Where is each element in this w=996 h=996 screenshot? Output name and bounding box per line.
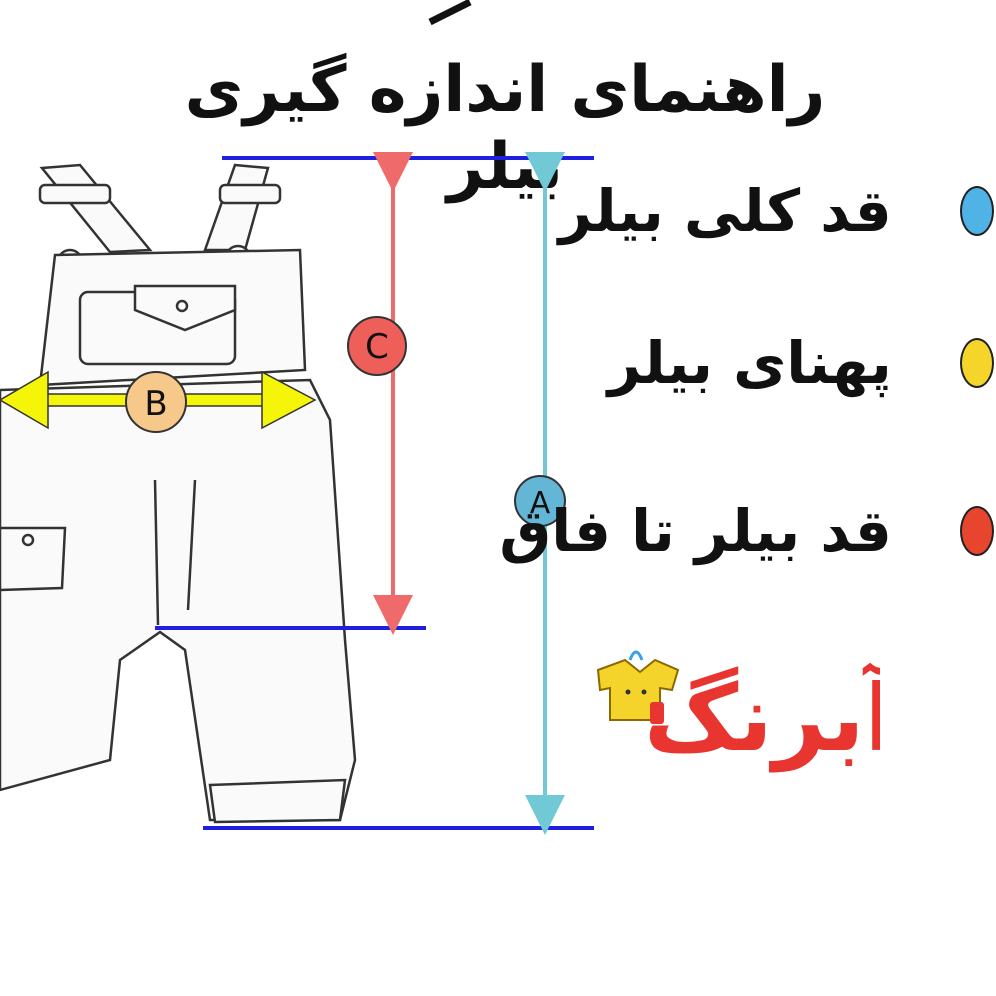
- brand-wordmark: آبرنگ: [644, 662, 880, 773]
- legend-item-total-length: قد کلی بیلر: [558, 176, 994, 245]
- left-buckle: [38, 183, 112, 205]
- legend-dot-yellow: [960, 337, 994, 388]
- shirt-icon: [596, 650, 680, 724]
- legend-label: پهنای بیلر: [607, 328, 892, 397]
- brand-logo: آبرنگ: [580, 630, 880, 800]
- left-strap: [39, 163, 153, 254]
- side-pocket: [0, 526, 67, 592]
- title-flourish: [428, 0, 472, 26]
- circle-a: [514, 475, 566, 527]
- overalls-sketch: [0, 163, 357, 824]
- pocket-snap: [175, 299, 189, 313]
- label-b: B: [144, 384, 167, 424]
- circle-b: [125, 371, 187, 433]
- brand-name: آبرنگ: [644, 662, 880, 773]
- right-strap: [203, 163, 270, 252]
- label-a: A: [530, 486, 551, 521]
- legend-dot-blue: [960, 185, 994, 236]
- legend-label: قد کلی بیلر: [558, 176, 892, 245]
- legend-item-width: پهنای بیلر: [607, 328, 994, 397]
- legend-label: قد بیلر تا فاق: [499, 496, 892, 565]
- legend-dot-red: [960, 505, 994, 556]
- body: [0, 378, 357, 822]
- circle-c: [347, 316, 407, 376]
- leg-cuff: [208, 778, 347, 824]
- label-c: C: [365, 327, 389, 367]
- legend-item-crotch-length: قد بیلر تا فاق: [499, 496, 994, 565]
- right-buckle: [218, 183, 282, 205]
